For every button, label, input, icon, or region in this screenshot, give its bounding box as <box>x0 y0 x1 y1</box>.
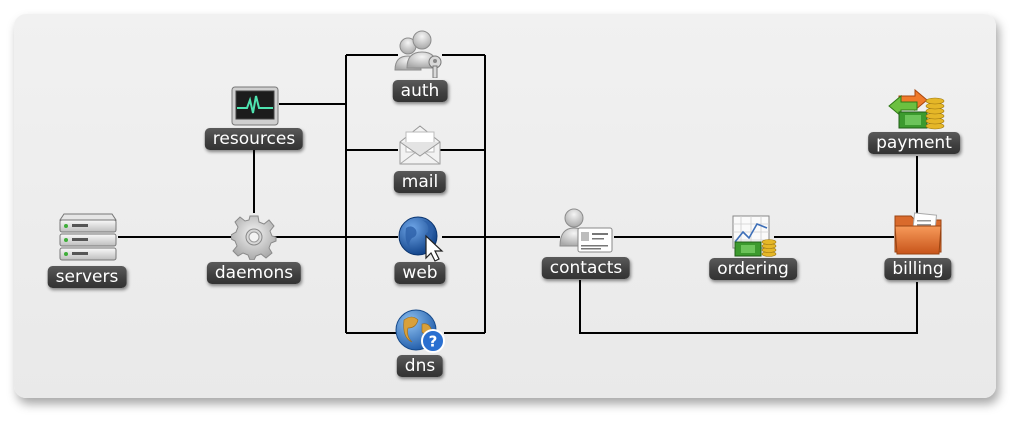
folder-documents-icon <box>894 212 942 255</box>
node-label-resources: resources <box>204 128 304 150</box>
node-label-auth: auth <box>392 80 448 102</box>
node-label-web: web <box>394 262 446 284</box>
contact-card-icon <box>559 208 613 253</box>
server-rack-icon <box>59 213 117 261</box>
globe-cursor-icon <box>398 216 444 262</box>
edge-contacts-billing-loop <box>579 280 918 334</box>
node-label-payment: payment <box>868 132 960 154</box>
node-label-daemons: daemons <box>206 262 302 284</box>
node-label-contacts: contacts <box>541 257 631 279</box>
node-label-billing: billing <box>884 258 952 280</box>
globe-question-icon: ? <box>395 309 445 353</box>
chart-money-icon <box>732 215 777 257</box>
money-exchange-icon <box>888 88 945 130</box>
gear-icon <box>231 215 277 260</box>
envelope-icon <box>399 125 441 165</box>
svg-text:?: ? <box>429 333 438 351</box>
node-label-dns: dns <box>396 355 444 377</box>
node-label-servers: servers <box>47 266 127 288</box>
system-monitor-icon <box>231 86 279 126</box>
users-key-icon <box>394 30 442 78</box>
node-label-ordering: ordering <box>709 258 797 280</box>
node-label-mail: mail <box>393 171 447 193</box>
